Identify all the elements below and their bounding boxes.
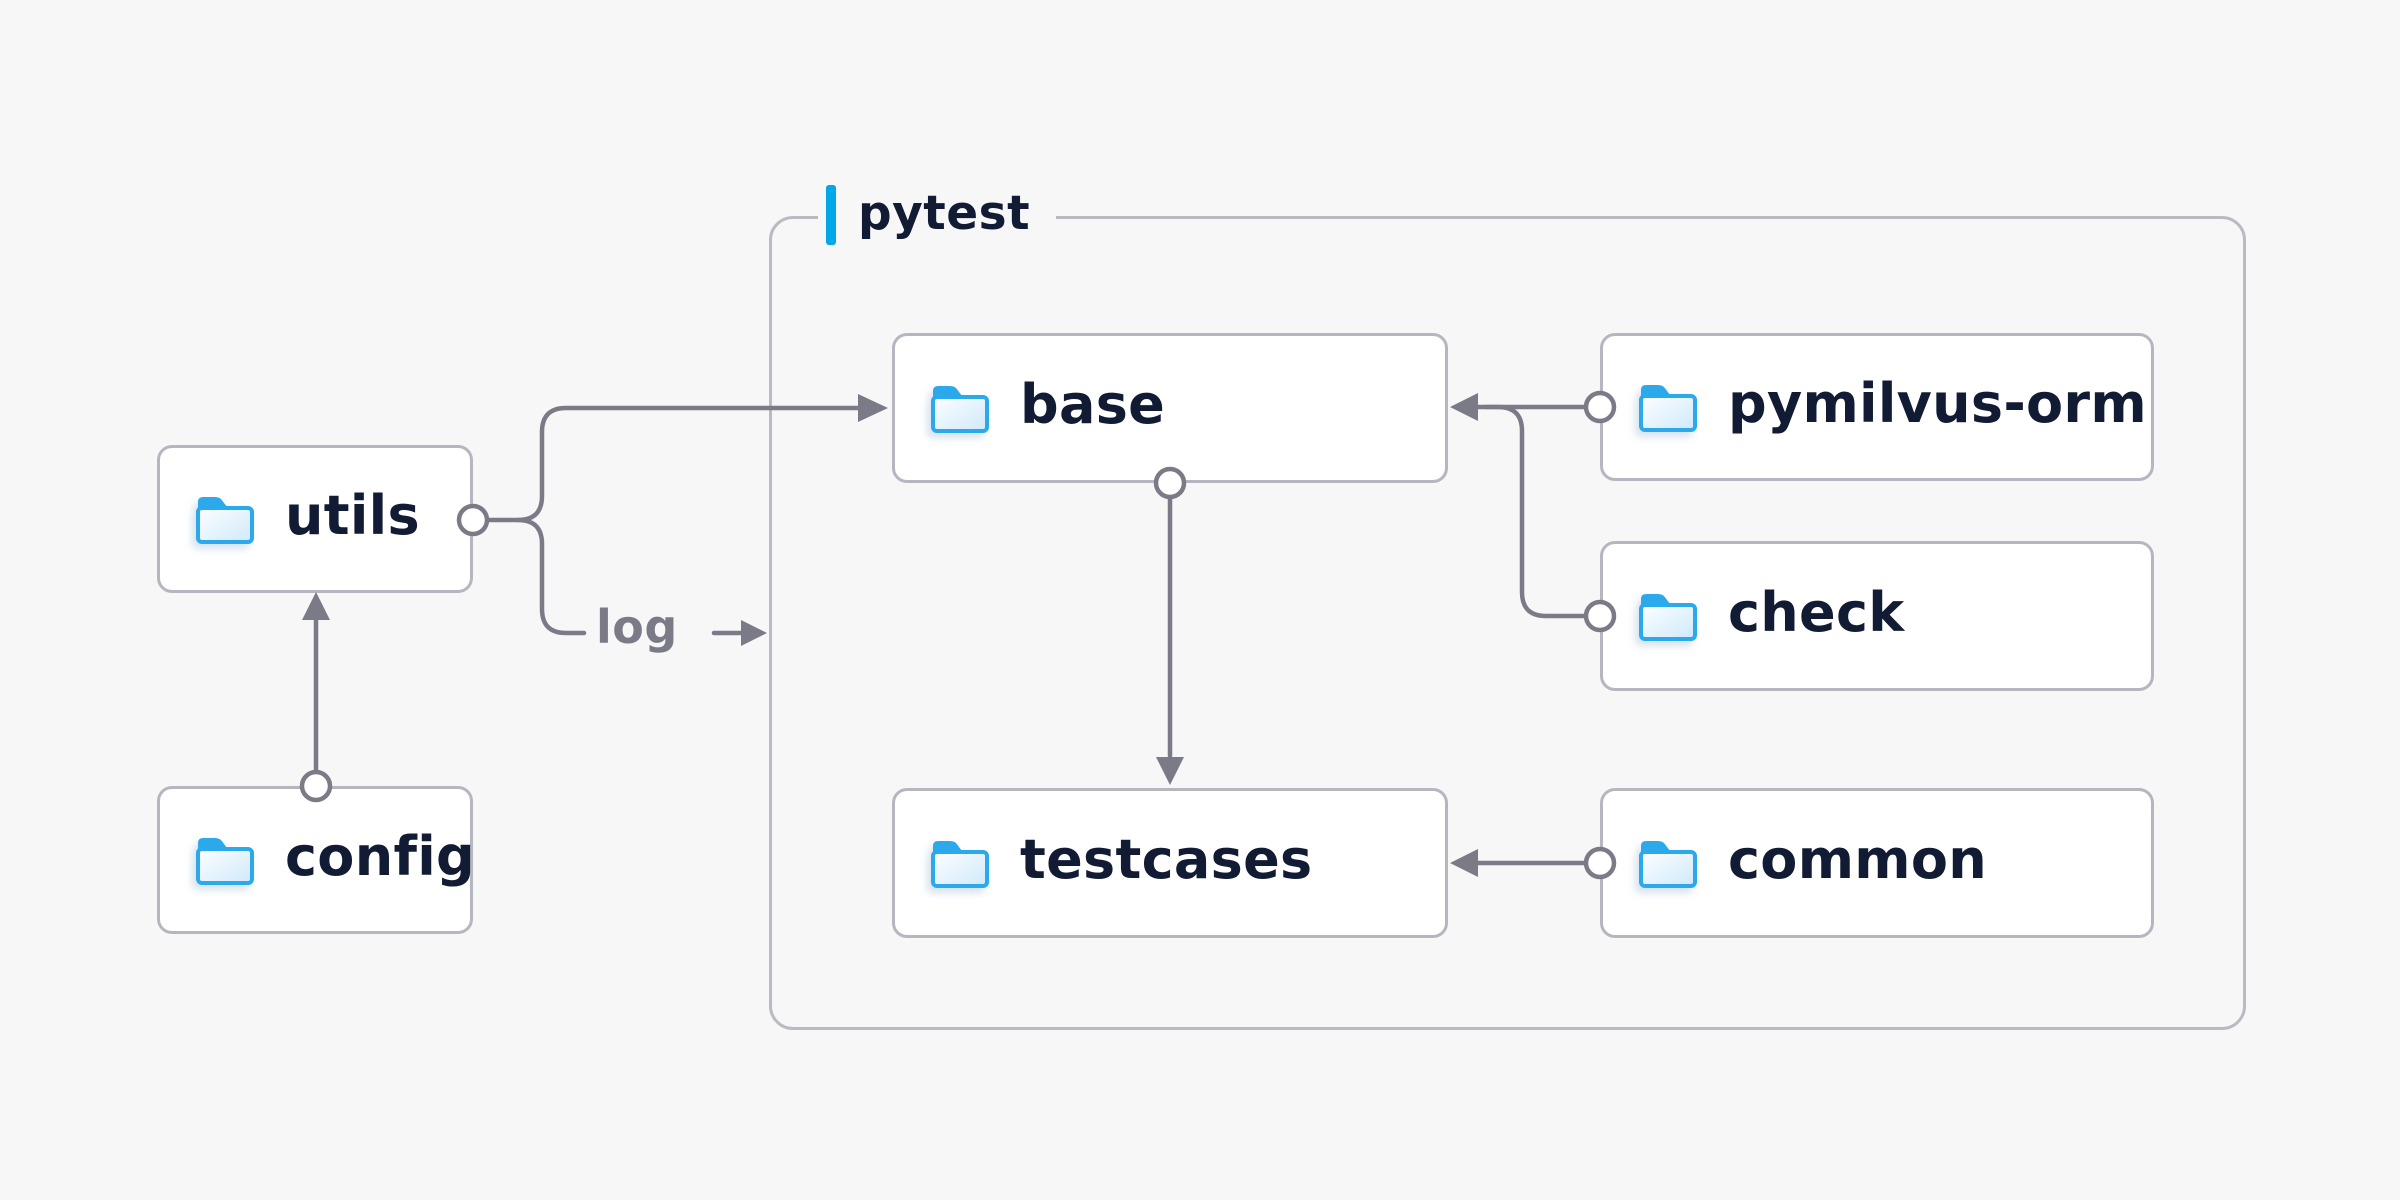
folder-icon xyxy=(193,492,257,546)
node-label: check xyxy=(1728,581,1905,644)
folder-icon xyxy=(928,836,992,890)
folder-icon xyxy=(1636,380,1700,434)
node-utils: utils xyxy=(157,445,473,593)
node-check: check xyxy=(1600,541,2154,691)
group-title: pytest xyxy=(858,185,1031,241)
edge-utils-log xyxy=(515,517,587,636)
node-label: testcases xyxy=(1020,828,1313,891)
node-label: config xyxy=(285,825,476,888)
node-label: base xyxy=(1020,373,1166,436)
node-label: common xyxy=(1728,828,1987,891)
folder-icon xyxy=(928,381,992,435)
accent-bar xyxy=(826,185,836,245)
pytest-group-label: pytest xyxy=(818,183,1057,247)
node-label: pymilvus-orm xyxy=(1728,372,2147,435)
edge-config-utils xyxy=(302,592,330,775)
folder-icon xyxy=(1636,836,1700,890)
edge-log-arrow xyxy=(711,620,767,646)
pytest-group-container xyxy=(769,216,2246,1030)
folder-icon xyxy=(193,833,257,887)
node-base: base xyxy=(892,333,1448,483)
node-pymilvus-orm: pymilvus-orm xyxy=(1600,333,2154,481)
folder-icon xyxy=(1636,589,1700,643)
node-testcases: testcases xyxy=(892,788,1448,938)
node-label: utils xyxy=(285,484,420,547)
node-config: config xyxy=(157,786,476,934)
edge-label-log: log xyxy=(596,600,678,654)
node-common: common xyxy=(1600,788,2154,938)
